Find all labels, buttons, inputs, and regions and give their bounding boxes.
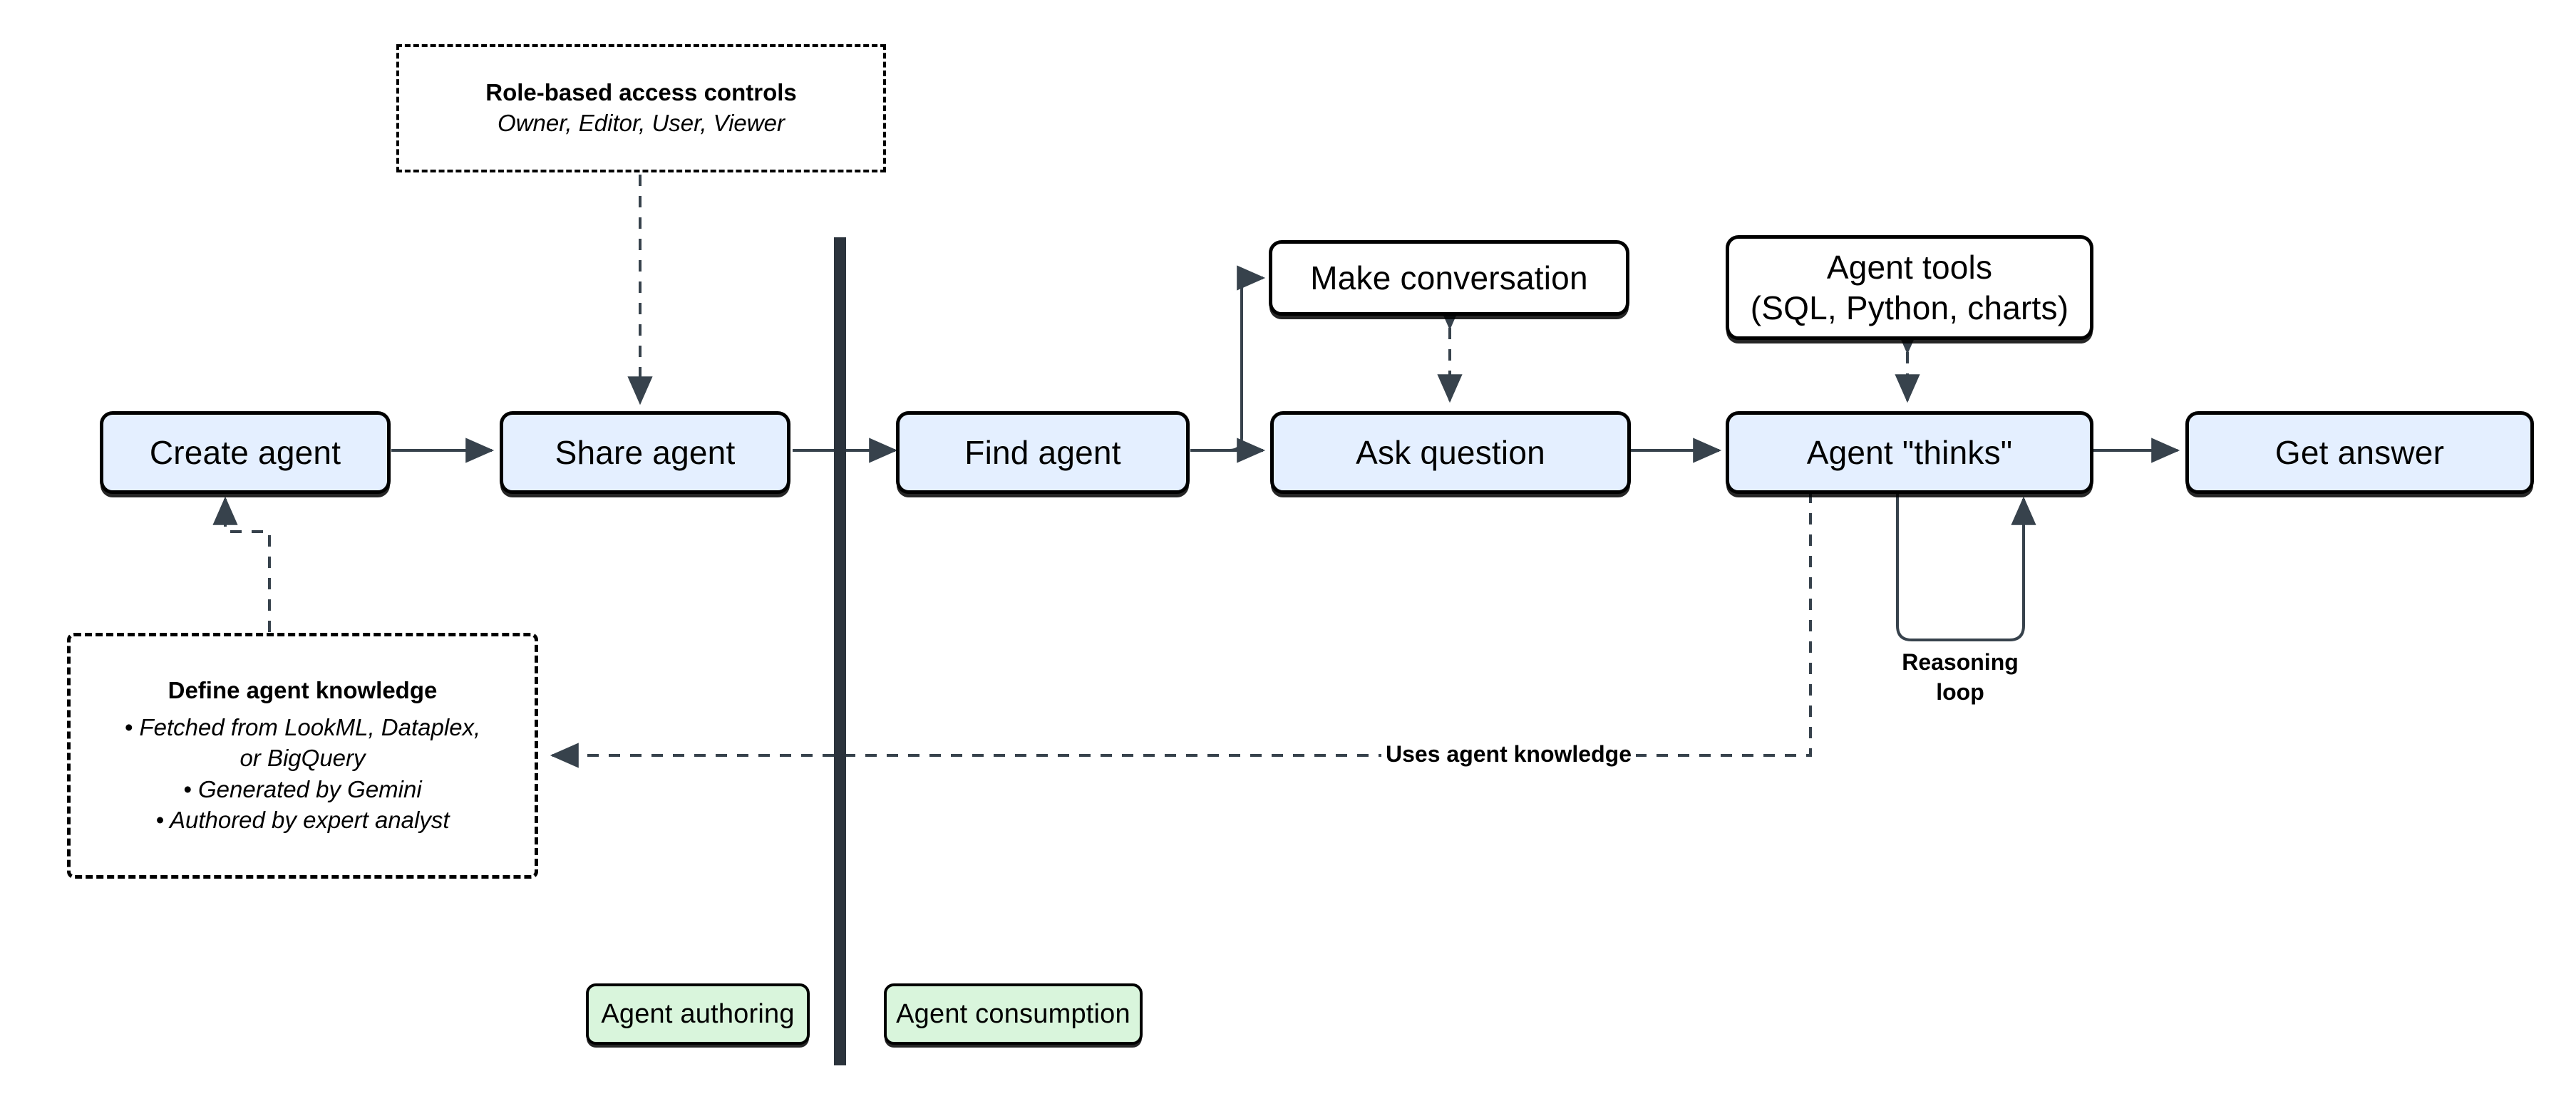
annotation-role-based-access-controls: Role-based access controls Owner, Editor… [396, 44, 886, 172]
edge-label-uses-agent-knowledge: Uses agent knowledge [1381, 741, 1636, 768]
node-agent-thinks[interactable]: Agent "thinks" [1726, 411, 2093, 494]
node-get-answer[interactable]: Get answer [2185, 411, 2534, 494]
edge-knowledge-to-create [212, 496, 271, 632]
edge-find-to-make-conversation [1190, 265, 1266, 452]
knowledge-bullet-1: • Fetched from LookML, Dataplex, or BigQ… [124, 713, 481, 772]
node-create-agent[interactable]: Create agent [100, 411, 391, 494]
edge-uses-agent-knowledge [550, 492, 1812, 768]
reasoning-loop-line2: loop [1936, 679, 1984, 706]
edge-reasoning-loop [1896, 492, 2036, 641]
annotation-define-agent-knowledge: Define agent knowledge • Fetched from Lo… [67, 633, 538, 879]
node-agent-tools[interactable]: Agent tools (SQL, Python, charts) [1726, 235, 2093, 340]
node-make-conversation-label: Make conversation [1310, 259, 1588, 296]
node-find-agent-label: Find agent [964, 433, 1121, 471]
node-ask-question-label: Ask question [1356, 433, 1545, 471]
reasoning-loop-line1: Reasoning [1902, 649, 2019, 675]
knowledge-bullet-list: • Fetched from LookML, Dataplex, or BigQ… [125, 712, 480, 836]
edge-label-reasoning-loop: Reasoning loop [1882, 647, 2039, 707]
rbac-subtitle: Owner, Editor, User, Viewer [498, 110, 785, 136]
legend-agent-authoring-label: Agent authoring [601, 998, 795, 1029]
knowledge-title: Define agent knowledge [168, 676, 438, 703]
node-find-agent[interactable]: Find agent [896, 411, 1190, 494]
node-share-agent[interactable]: Share agent [500, 411, 790, 494]
node-get-answer-label: Get answer [2274, 433, 2445, 471]
section-divider [834, 237, 846, 1065]
node-share-agent-label: Share agent [555, 433, 736, 471]
uses-agent-knowledge-text: Uses agent knowledge [1386, 741, 1632, 767]
legend-agent-consumption-label: Agent consumption [896, 998, 1130, 1029]
node-make-conversation[interactable]: Make conversation [1269, 240, 1629, 316]
knowledge-bullet-3: • Authored by expert analyst [155, 807, 450, 834]
node-agent-tools-label-line2: (SQL, Python, charts) [1750, 289, 2069, 326]
node-ask-question[interactable]: Ask question [1270, 411, 1631, 494]
legend-agent-authoring[interactable]: Agent authoring [586, 983, 810, 1045]
node-create-agent-label: Create agent [149, 433, 341, 471]
node-agent-thinks-label: Agent "thinks" [1806, 433, 2013, 471]
rbac-title: Role-based access controls [485, 79, 797, 106]
knowledge-bullet-2: • Generated by Gemini [183, 775, 422, 802]
node-agent-tools-label-line1: Agent tools [1826, 249, 1993, 286]
legend-agent-consumption[interactable]: Agent consumption [884, 983, 1143, 1045]
